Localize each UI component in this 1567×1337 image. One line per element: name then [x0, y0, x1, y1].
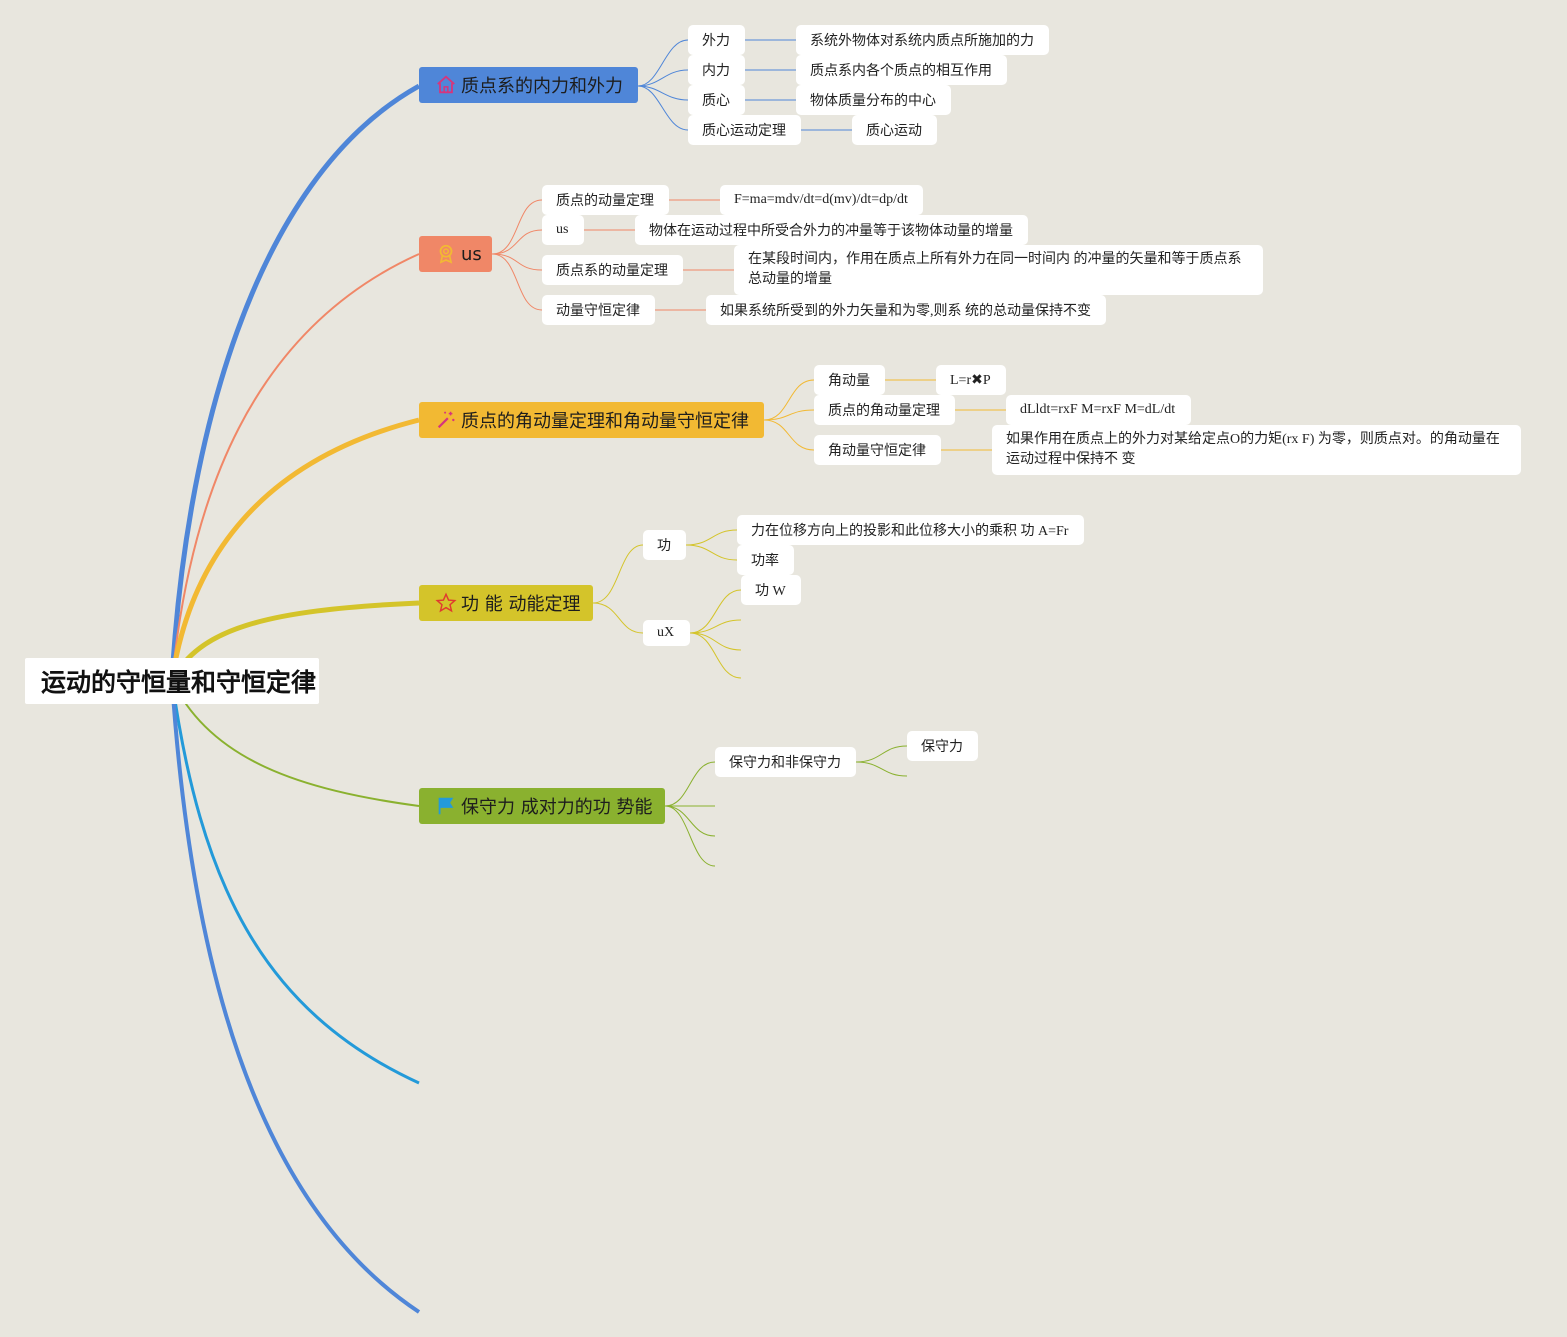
branch-topic-3[interactable]: 质点的角动量定理和角动量守恒定律 — [419, 402, 764, 438]
branch-line-3 — [169, 417, 420, 681]
subtopic-center-of-mass[interactable]: 质心 — [688, 85, 745, 115]
branch-topic-label: 功 能 动能定理 — [461, 594, 581, 615]
detail-com-theorem[interactable]: 质心运动 — [852, 115, 937, 145]
subtopic-angular-momentum-conservation[interactable]: 角动量守恒定律 — [814, 435, 941, 465]
branch-topic-4[interactable]: 功 能 动能定理 — [419, 585, 593, 621]
branch-line-5 — [171, 679, 420, 807]
branch-topic-1[interactable]: 质点系的内力和外力 — [419, 67, 638, 103]
branch-line-6 — [170, 679, 420, 1085]
subtopic-work[interactable]: 功 — [643, 530, 686, 560]
detail-external-force[interactable]: 系统外物体对系统内质点所施加的力 — [796, 25, 1049, 55]
subtopic-momentum-conservation[interactable]: 动量守恒定律 — [542, 295, 655, 325]
award-icon — [439, 244, 453, 264]
subtopic-external-force[interactable]: 外力 — [688, 25, 745, 55]
subtopic-com-theorem[interactable]: 质心运动定理 — [688, 115, 801, 145]
subtopic-angular-momentum[interactable]: 角动量 — [814, 365, 885, 395]
branch-topic-2[interactable]: us — [419, 236, 492, 272]
detail-internal-force[interactable]: 质点系内各个质点的相互作用 — [796, 55, 1007, 85]
branch-topic-5[interactable]: 保守力 成对力的功 势能 — [419, 788, 665, 824]
branch-topic-label: 质点的角动量定理和角动量守恒定律 — [461, 411, 749, 432]
house-icon — [437, 75, 455, 94]
subtopic-conservative-nonconservative[interactable]: 保守力和非保守力 — [715, 747, 856, 777]
branch-topic-label: us — [461, 243, 482, 265]
branch-topic-label: 质点系的内力和外力 — [461, 76, 623, 97]
detail-center-of-mass[interactable]: 物体质量分布的中心 — [796, 85, 951, 115]
detail-us[interactable]: 物体在运动过程中所受合外力的冲量等于该物体动量的增量 — [635, 215, 1028, 245]
subtopic-internal-force[interactable]: 内力 — [688, 55, 745, 85]
subtopic-system-momentum-theorem[interactable]: 质点系的动量定理 — [542, 255, 683, 285]
detail-system-momentum-theorem[interactable]: 在某段时间内，作用在质点上所有外力在同一时间内 的冲量的矢量和等于质点系总动量的… — [734, 245, 1263, 295]
detail-angular-momentum-conservation[interactable]: 如果作用在质点上的外力对某给定点O的力矩(rx F) 为零，则质点对。的角动量在… — [992, 425, 1521, 475]
subtopic-angular-momentum-theorem[interactable]: 质点的角动量定理 — [814, 395, 955, 425]
root-topic[interactable]: 运动的守恒量和守恒定律 — [25, 658, 319, 704]
detail-work-definition[interactable]: 力在位移方向上的投影和此位移大小的乘积 功 A=Fr — [737, 515, 1084, 545]
branch-line-1 — [169, 83, 421, 681]
star-icon — [435, 592, 457, 613]
detail-angular-momentum[interactable]: L=r✖P — [936, 365, 1006, 395]
subtopic-us[interactable]: us — [542, 215, 584, 245]
detail-conservative-force[interactable]: 保守力 — [907, 731, 978, 761]
branch-line-2 — [171, 253, 420, 681]
detail-momentum-conservation[interactable]: 如果系统所受到的外力矢量和为零,则系 统的总动量保持不变 — [706, 295, 1106, 325]
subtopic-momentum-theorem[interactable]: 质点的动量定理 — [542, 185, 669, 215]
branch-topic-label: 保守力 成对力的功 势能 — [461, 797, 653, 818]
branch-line-7 — [170, 679, 421, 1314]
root-topic-label: 运动的守恒量和守恒定律 — [41, 668, 317, 697]
flag-icon — [438, 797, 454, 815]
subtopic-ux[interactable]: uX — [643, 620, 690, 646]
detail-momentum-theorem[interactable]: F=ma=mdv/dt=d(mv)/dt=dp/dt — [720, 185, 923, 215]
detail-power[interactable]: 功率 — [737, 545, 794, 575]
detail-angular-momentum-theorem[interactable]: dLldt=rxF M=rxF M=dL/dt — [1006, 395, 1191, 425]
detail-work-w[interactable]: 功 W — [741, 575, 801, 605]
magic-wand-icon — [437, 411, 455, 429]
